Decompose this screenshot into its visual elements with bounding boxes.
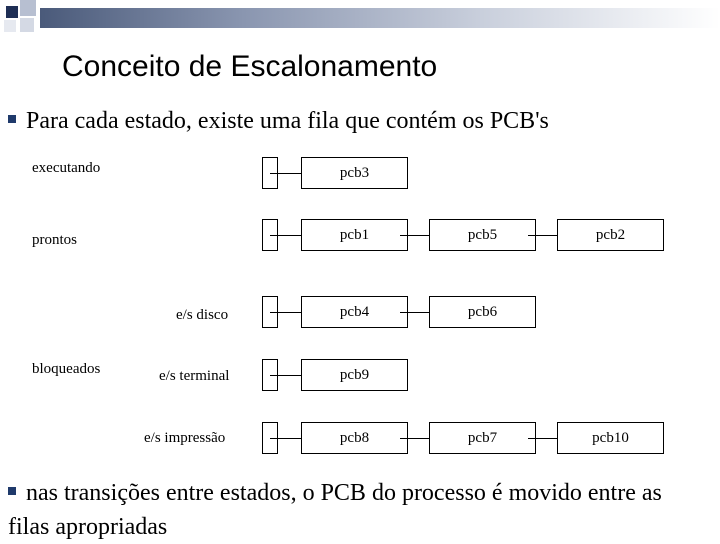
sub-label-es-disco: e/s disco <box>176 307 229 323</box>
square-bullet-icon <box>8 115 16 124</box>
sub-label-es-terminal: e/s terminal <box>159 368 230 384</box>
queue-link <box>270 438 301 439</box>
bullet-item-2: nas transições entre estados, o PCB do p… <box>8 476 708 544</box>
pcb-node: pcb5 <box>429 219 536 251</box>
state-label-prontos: prontos <box>32 232 77 248</box>
sub-label-es-impressao: e/s impressão <box>144 430 226 446</box>
decor-square <box>20 0 36 16</box>
pcb-node: pcb7 <box>429 422 536 454</box>
bullet-item-1: Para cada estado, existe uma fila que co… <box>8 108 549 135</box>
queue-link <box>270 173 301 174</box>
bullet-text-1: Para cada estado, existe uma fila que co… <box>26 108 549 134</box>
pcb-node: pcb4 <box>301 296 408 328</box>
decor-square <box>20 18 34 32</box>
pcb-node: pcb9 <box>301 359 408 391</box>
square-bullet-icon <box>8 487 16 496</box>
queue-link <box>528 235 557 236</box>
queue-link <box>400 312 429 313</box>
pcb-node: pcb6 <box>429 296 536 328</box>
header-band <box>40 8 720 28</box>
decor-square <box>6 6 18 18</box>
queue-link <box>528 438 557 439</box>
queue-link <box>400 235 429 236</box>
pcb-node: pcb8 <box>301 422 408 454</box>
queue-link <box>400 438 429 439</box>
pcb-node: pcb3 <box>301 157 408 189</box>
state-label-bloqueados: bloqueados <box>32 361 101 377</box>
slide-title: Conceito de Escalonamento <box>62 50 438 83</box>
pcb-node: pcb1 <box>301 219 408 251</box>
bullet-text-2: nas transições entre estados, o PCB do p… <box>8 480 662 540</box>
pcb-node: pcb10 <box>557 422 664 454</box>
top-decoration <box>0 0 720 40</box>
queue-link <box>270 235 301 236</box>
pcb-node: pcb2 <box>557 219 664 251</box>
state-label-executando: executando <box>32 160 101 176</box>
decor-square <box>4 20 16 32</box>
queue-link <box>270 312 301 313</box>
queue-link <box>270 375 301 376</box>
